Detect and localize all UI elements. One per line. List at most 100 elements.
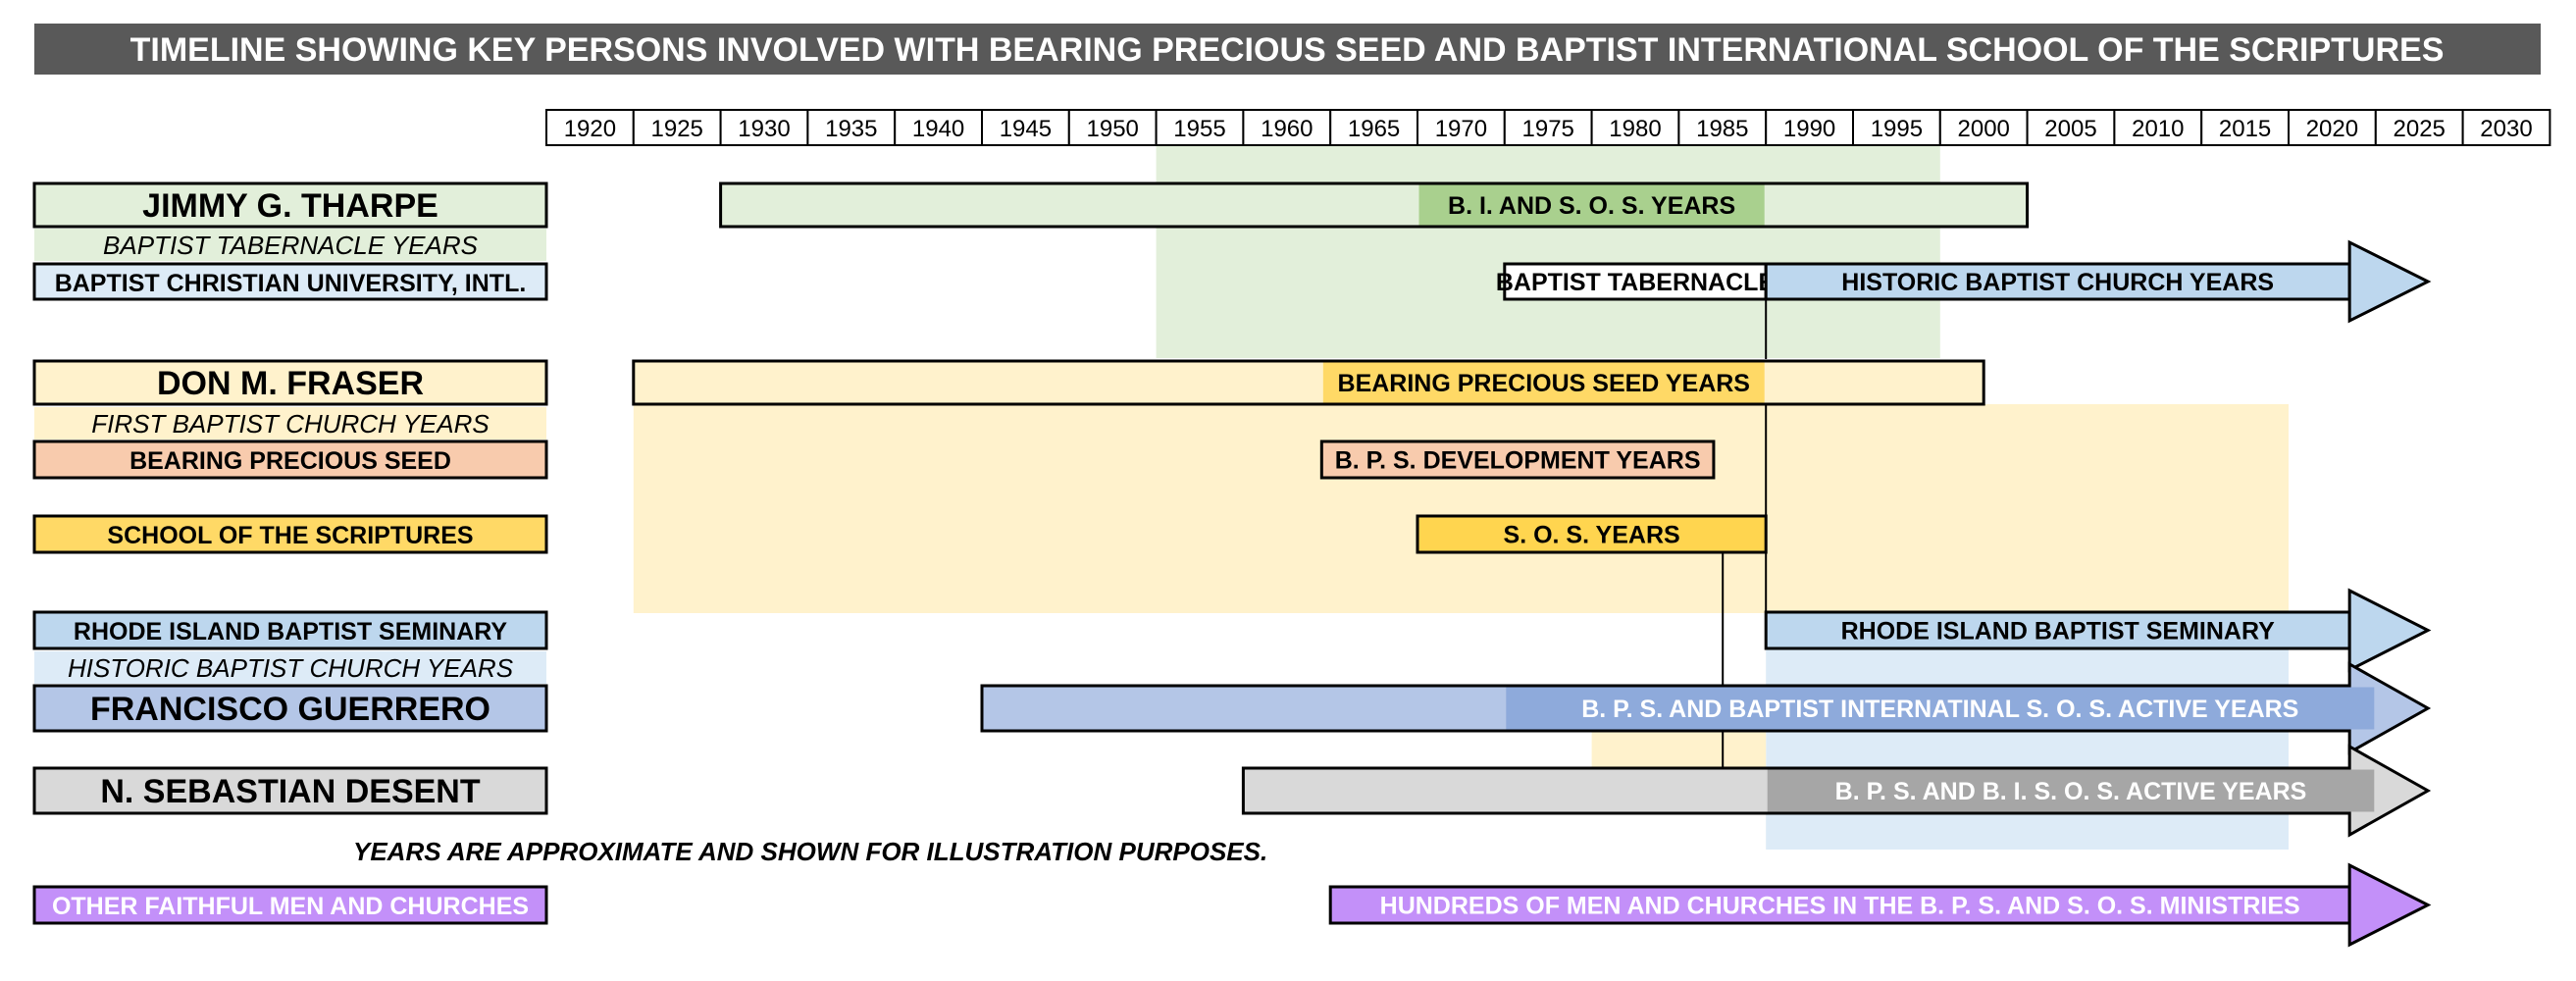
ribs-bar [1764,610,2351,650]
person-labels: JIMMY G. THARPE BAPTIST TABERNACLE YEARS… [32,181,1267,925]
year-cell [1677,109,1768,146]
year-tick-label: 2015 [2219,116,2271,142]
guerrero-name-box [32,684,548,733]
timeline-bars: B. I. AND S. O. S. YEARS BAPTIST TABERNAC… [632,181,2432,948]
year-cell [2461,109,2551,146]
year-tick-label: 1950 [1087,116,1139,142]
year-tick-label: 1965 [1348,116,1400,142]
bcu-box [32,262,548,301]
ribs-label: RHODE ISLAND BAPTIST SEMINARY [74,618,507,645]
year-cell [632,109,722,146]
year-tick-label: 2020 [2306,116,2358,142]
bps-label: BEARING PRECIOUS SEED [129,447,451,475]
desent-active-bar-label: B. P. S. AND B. I. S. O. S. ACTIVE YEARS [1835,778,2307,805]
bearing-precious-seed-years-bar-label: BEARING PRECIOUS SEED YEARS [1338,370,1750,397]
historic-baptist-church-bar-arrowhead [2347,239,2432,324]
guerrero-active-bar-label: B. P. S. AND BAPTIST INTERNATINAL S. O. … [1581,696,2298,723]
bi-sos-years-bar [1418,184,1765,226]
tharpe-bar [719,181,2030,229]
year-tick-label: 1940 [912,116,964,142]
ribs-subtitle: HISTORIC BAPTIST CHURCH YEARS [68,653,514,683]
year-cell [894,109,984,146]
guerrero-era-band [1766,648,2289,850]
year-tick-label: 1955 [1173,116,1225,142]
ribs-box [32,610,548,650]
desent-active-bar [1767,769,2375,812]
ribs-bar-arrowhead [2347,588,2432,673]
year-cell [1329,109,1418,146]
diagram-title: TIMELINE SHOWING KEY PERSONS INVOLVED WI… [130,31,2445,69]
bps-development-years-bar-label: B. P. S. DEVELOPMENT YEARS [1335,447,1701,475]
other-box [32,885,548,925]
baptist-tabernacle-bar-label: BAPTIST TABERNACLE [1496,269,1775,296]
year-cell [806,109,897,146]
era-bands [633,145,2289,850]
year-tick-label: 2005 [2044,116,2096,142]
year-cell [2374,109,2464,146]
other-men-bar-arrowhead [2347,862,2432,948]
approximation-note: YEARS ARE APPROXIMATE AND SHOWN FOR ILLU… [353,837,1267,866]
tharpe-era-band [1156,145,1940,358]
bps-development-years-bar [1319,439,1716,480]
year-cell [1852,109,1941,146]
tharpe-sub-box [34,229,546,261]
tharpe-name: JIMMY G. THARPE [142,187,438,225]
desent-name-box [32,766,548,815]
other-men-bar-label: HUNDREDS OF MEN AND CHURCHES IN THE B. P… [1380,893,2300,920]
fraser-bar [632,359,1985,406]
year-tick-label: 1930 [738,116,790,142]
tharpe-subtitle: BAPTIST TABERNACLE YEARS [103,231,479,260]
guerrero-name: FRANCISCO GUERRERO [90,691,490,728]
fraser-subtitle: FIRST BAPTIST CHURCH YEARS [91,409,489,439]
fraser-name-box [32,359,548,406]
year-tick-label: 1975 [1522,116,1574,142]
year-tick-label: 1985 [1696,116,1748,142]
year-cell [1155,109,1245,146]
fraser-sub-box [34,407,546,439]
fraser-era-band [633,404,2289,613]
year-cell [2113,109,2203,146]
year-tick-label: 2010 [2132,116,2184,142]
year-tick-label: 1920 [564,116,616,142]
sos-label: SCHOOL OF THE SCRIPTURES [107,522,473,549]
bearing-precious-seed-years-bar [1322,362,1765,403]
year-cell [1417,109,1506,146]
ribs-sub-box [34,651,546,684]
fraser-name: DON M. FRASER [157,365,424,402]
desent-era-band [1591,732,1767,768]
year-tick-label: 1990 [1783,116,1835,142]
tharpe-name-box [32,181,548,229]
year-tick-label: 2030 [2480,116,2532,142]
bcu-label: BAPTIST CHRISTIAN UNIVERSITY, INTL. [55,270,527,297]
year-tick-label: 1945 [1000,116,1052,142]
desent-name: N. SEBASTIAN DESENT [100,773,480,810]
other-label: OTHER FAITHFUL MEN AND CHURCHES [52,893,529,920]
year-cell [1765,109,1854,146]
year-cell [1938,109,2029,146]
year-cell [1590,109,1680,146]
ribs-bar-label: RHODE ISLAND BAPTIST SEMINARY [1841,618,2275,645]
year-tick-label: 1925 [651,116,703,142]
year-cell [2288,109,2377,146]
bi-sos-years-bar-label: B. I. AND S. O. S. YEARS [1448,192,1735,220]
sos-years-bar-label: S. O. S. YEARS [1504,522,1680,549]
sos-box [32,514,548,554]
year-tick-label: 1960 [1261,116,1313,142]
year-axis: 1920 1925 1930 1935 1940 1945 1950 1955 1960 1965… [545,109,2551,146]
year-tick-label: 1970 [1435,116,1487,142]
year-cell [2026,109,2116,146]
year-tick-label: 2025 [2394,116,2446,142]
year-cell [981,109,1070,146]
year-tick-label: 1995 [1871,116,1923,142]
year-cell [1503,109,1593,146]
sos-years-bar [1416,514,1768,554]
year-tick-label: 2000 [1958,116,2010,142]
year-cell [719,109,809,146]
guerrero-active-bar [1506,687,2375,730]
year-tick-label: 1935 [825,116,877,142]
year-cell [545,109,635,146]
year-tick-label: 1980 [1609,116,1661,142]
bps-box [32,439,548,480]
